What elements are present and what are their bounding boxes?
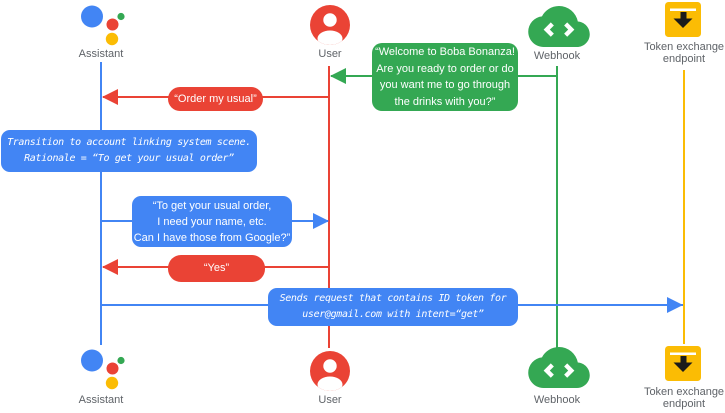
assistant-lifeline [100,62,102,345]
webhook-icon [528,347,590,388]
user-label-bottom: User [318,394,342,406]
user-icon [310,5,350,45]
send-request-arrowhead-icon [667,297,683,313]
assistant-icon [81,5,125,46]
ask-details-message-bubble: “To get your usual order, I need your na… [132,196,292,247]
welcome-arrowhead-icon [330,68,346,84]
transition-note-bubble: Transition to account linking system sce… [1,130,257,172]
yes-arrowhead-icon [102,259,118,275]
token-endpoint-icon [665,2,701,37]
user-icon [310,351,350,391]
token-endpoint-label-top: Token exchange endpoint [643,41,725,65]
send-request-message-bubble: Sends request that contains ID token for… [268,288,518,326]
assistant-label-top: Assistant [78,48,124,60]
yes-message-bubble: “Yes” [168,255,265,282]
user-lifeline [328,66,330,348]
order-usual-arrowhead-icon [102,89,118,105]
webhook-icon [528,6,590,47]
token-endpoint-lifeline [683,70,685,344]
webhook-label-top: Webhook [533,50,581,62]
ask-details-arrowhead-icon [313,213,329,229]
webhook-lifeline [556,66,558,348]
assistant-label-bottom: Assistant [78,394,124,406]
order-usual-message-bubble: “Order my usual” [168,87,263,111]
token-endpoint-icon [665,346,701,381]
user-label-top: User [318,48,342,60]
assistant-icon [81,349,125,390]
welcome-message-bubble: “Welcome to Boba Bonanza! Are you ready … [372,43,518,111]
token-endpoint-label-bottom: Token exchange endpoint [643,386,725,410]
webhook-label-bottom: Webhook [533,394,581,406]
